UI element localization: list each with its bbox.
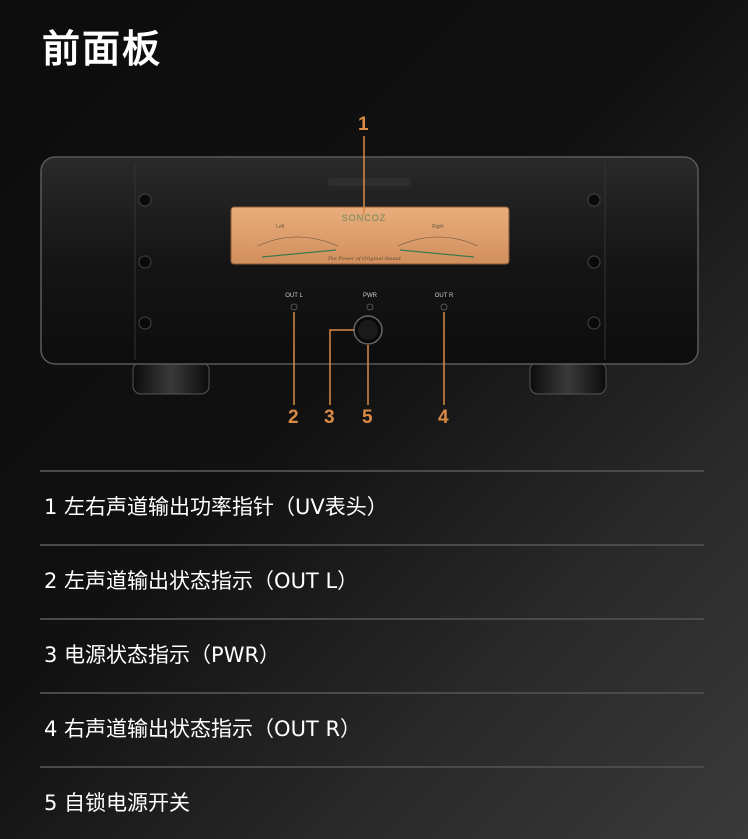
page-title: 前面板	[42, 27, 163, 71]
led-right-label: OUT R	[435, 293, 454, 299]
feature-item: 3 电源状态指示（PWR）	[40, 618, 704, 692]
led-left-label: OUT L	[285, 293, 303, 299]
callout-5: 5	[362, 407, 373, 428]
callout-lines	[293, 136, 445, 405]
callout-1: 1	[358, 114, 369, 135]
right-foot	[529, 361, 607, 395]
feature-item: 2 左声道输出状态指示（OUT L）	[40, 544, 704, 618]
amplifier-front-panel: SONCOZ Left Right The Power of Original …	[40, 136, 699, 405]
screws	[138, 193, 601, 330]
led-power	[366, 303, 374, 311]
feature-item: 4 右声道输出状态指示（OUT R）	[40, 692, 704, 766]
meter-scales	[257, 236, 479, 247]
feature-list: 1 左右声道输出功率指针（UV表头） 2 左声道输出状态指示（OUT L） 3 …	[40, 470, 704, 839]
meter-brand: SONCOZ	[342, 213, 387, 223]
vu-meter-window	[230, 206, 510, 265]
meter-right-label: Right	[432, 224, 444, 230]
led-left	[290, 303, 298, 311]
meter-left-label: Left	[276, 224, 285, 230]
callout-3: 3	[324, 407, 335, 428]
callout-2: 2	[288, 407, 299, 428]
feature-item: 1 左右声道输出功率指针（UV表头）	[40, 470, 704, 544]
led-power-label: PWR	[363, 293, 378, 299]
left-foot	[132, 361, 210, 395]
meter-slogan: The Power of Original Sound	[327, 256, 400, 262]
led-right	[440, 303, 448, 311]
callout-4: 4	[438, 407, 449, 428]
feature-item: 5 自锁电源开关	[40, 766, 704, 839]
